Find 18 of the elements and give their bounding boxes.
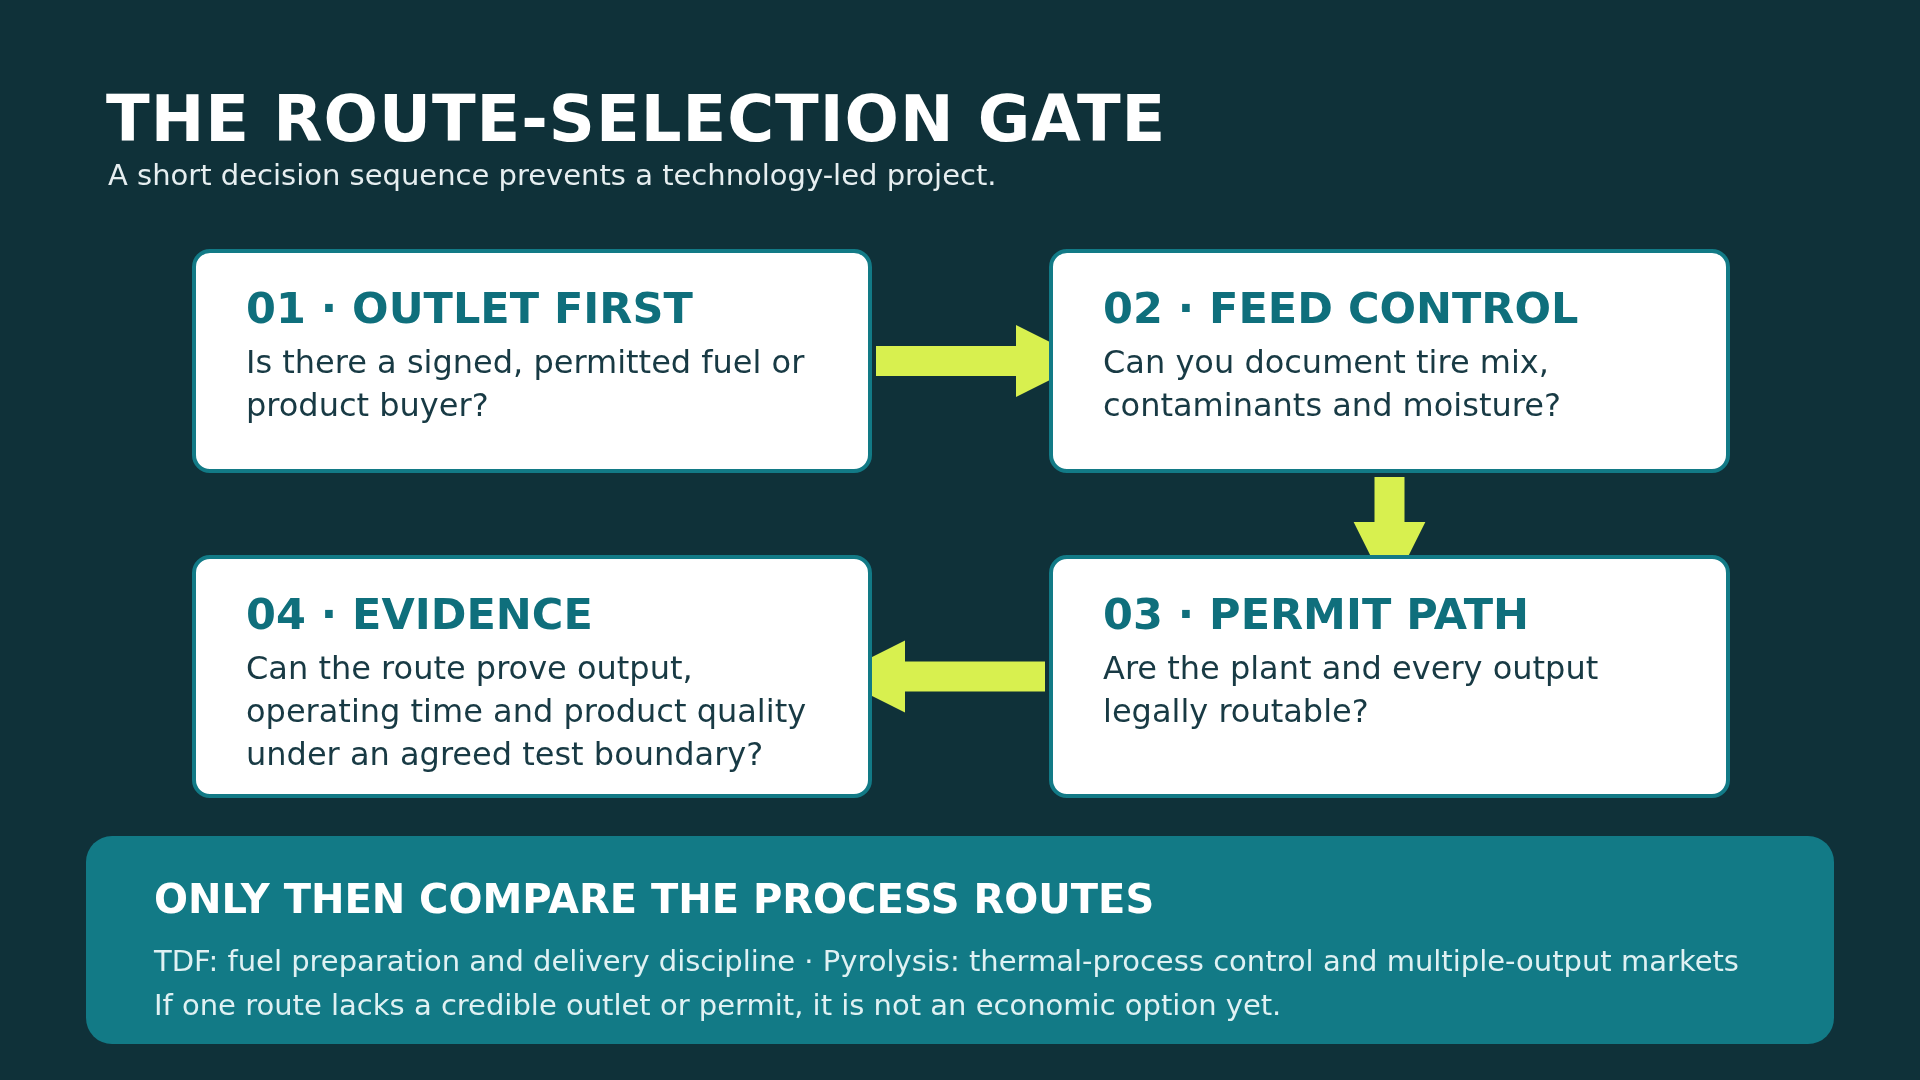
step-question: Can the route prove output, operating time and product quality under an agreed test boundary?: [246, 648, 808, 776]
subtitle: A short decision sequence prevents a technology-led project.: [108, 158, 997, 192]
panel-text: If one route lacks a credible outlet or permit, it is not an economic option yet.: [154, 986, 1283, 1024]
step-card: [192, 249, 872, 473]
panel-heading: ONLY THEN COMPARE THE PROCESS ROUTES: [154, 876, 1156, 922]
step-heading: 01 · OUTLET FIRST: [246, 283, 694, 333]
step-heading: 04 · EVIDENCE: [246, 589, 594, 639]
step-question: Are the plant and every output legally routable?: [1103, 648, 1600, 733]
step-card: [1049, 555, 1730, 798]
step-heading: 03 · PERMIT PATH: [1103, 589, 1531, 639]
panel-text: TDF: fuel preparation and delivery discipline · Pyrolysis: thermal-process control and multiple-output markets: [154, 943, 1740, 980]
step-heading: 02 · FEED CONTROL: [1103, 283, 1580, 333]
summary-panel: [86, 836, 1834, 1044]
step-card: [192, 555, 872, 798]
slide-title: THE ROUTE-SELECTION GATE: [106, 82, 1167, 156]
step-card: [1049, 249, 1730, 473]
step-question: Can you document tire mix, contaminants and moisture?: [1103, 342, 1562, 427]
step-question: Is there a signed, permitted fuel or product buyer?: [246, 342, 806, 427]
